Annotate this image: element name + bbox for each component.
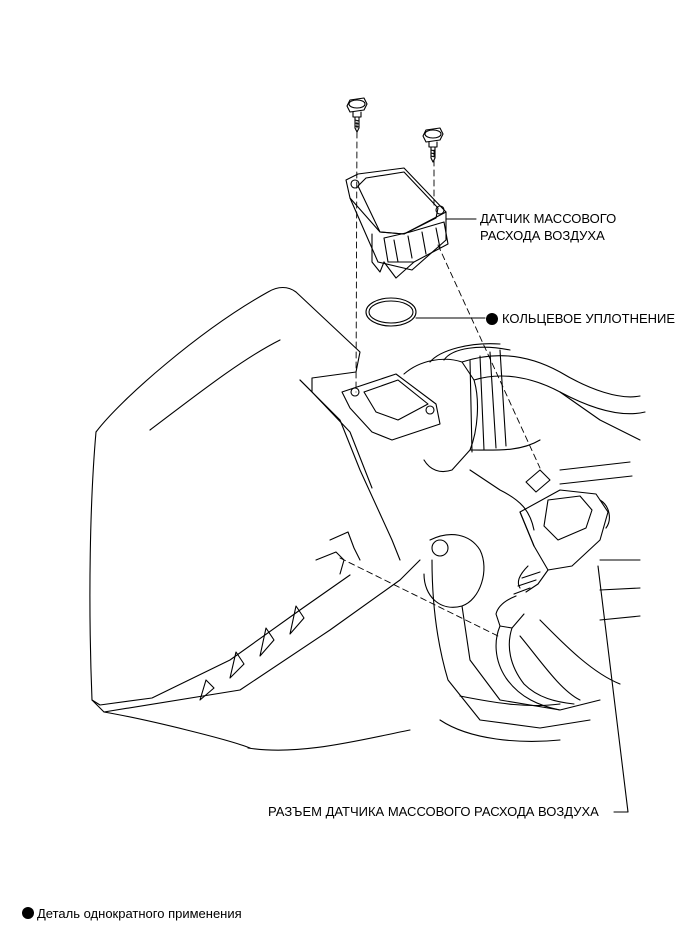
alignment-lines <box>339 121 541 637</box>
bolt-left <box>346 97 368 133</box>
intake-hose <box>341 343 646 531</box>
maf-sensor-label-line2: РАСХОДА ВОЗДУХА <box>480 228 605 243</box>
air-cleaner-case <box>89 286 421 751</box>
non-reusable-marker-icon <box>486 313 498 325</box>
maf-sensor-label: ДАТЧИК МАССОВОГО РАСХОДА ВОЗДУХА <box>480 210 616 244</box>
connector-leader-line <box>597 565 629 813</box>
bolt-right <box>422 127 444 163</box>
legend-text: Деталь однократного применения <box>37 906 242 921</box>
non-reusable-legend-icon <box>22 907 34 919</box>
legend: Деталь однократного применения <box>22 905 242 922</box>
engine-components <box>423 461 641 742</box>
sensor-connector <box>495 469 610 711</box>
o-ring <box>365 297 417 327</box>
maf-sensor <box>345 167 449 279</box>
o-ring-label: КОЛЬЦЕВОЕ УПЛОТНЕНИЕ <box>502 311 676 326</box>
maf-sensor-label-line1: ДАТЧИК МАССОВОГО <box>480 211 617 226</box>
connector-label: РАЗЪЕМ ДАТЧИКА МАССОВОГО РАСХОДА ВОЗДУХА <box>268 804 599 819</box>
